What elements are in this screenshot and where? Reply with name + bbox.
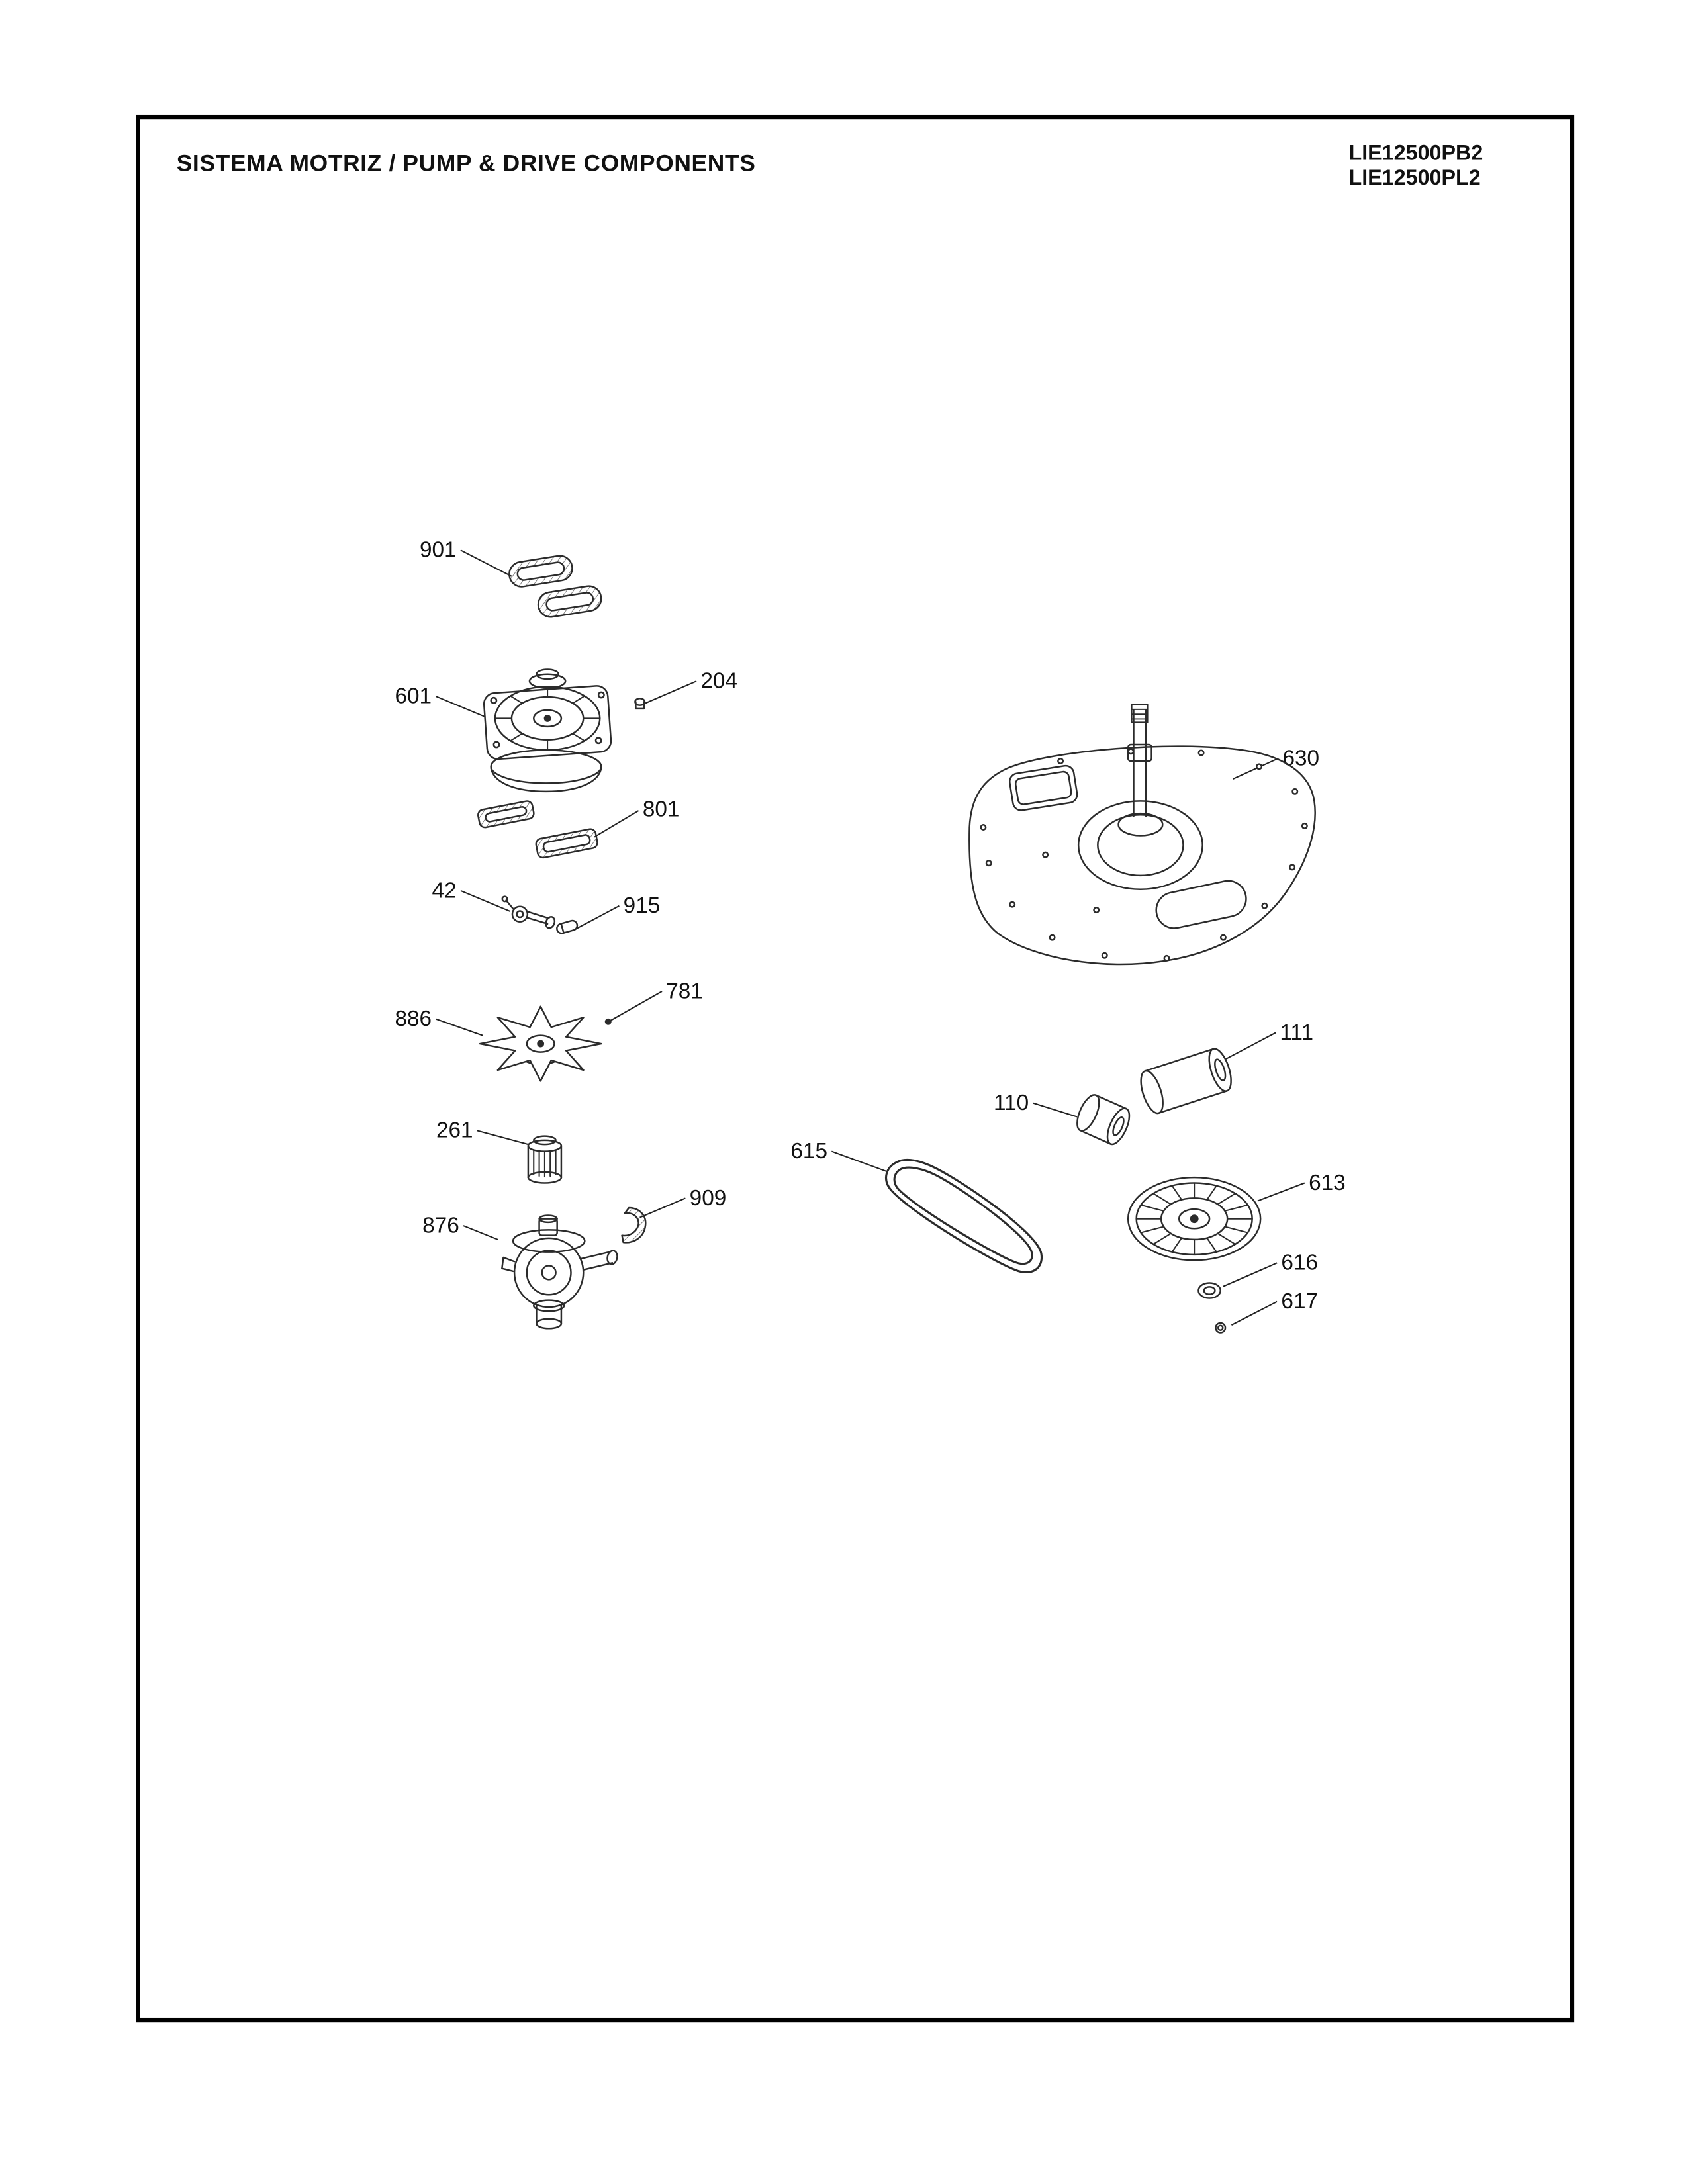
fitting-42 <box>501 895 556 929</box>
leader-876 <box>463 1225 498 1240</box>
leader-909 <box>639 1197 686 1218</box>
callout-204: 204 <box>700 669 737 694</box>
callout-781: 781 <box>666 979 703 1003</box>
callout-915: 915 <box>624 893 661 918</box>
callout-615: 615 <box>790 1139 827 1163</box>
leader-901 <box>460 549 512 577</box>
washer-616 <box>1197 1282 1222 1299</box>
mount-plate-1 <box>477 800 535 829</box>
drive-motor <box>483 668 612 793</box>
callout-886: 886 <box>395 1007 432 1031</box>
motor-mount-pad-1 <box>508 555 573 588</box>
leader-781 <box>610 991 663 1021</box>
callout-110: 110 <box>994 1091 1029 1115</box>
leader-617 <box>1231 1300 1278 1326</box>
leader-915 <box>575 905 620 931</box>
fan-impeller <box>479 1005 602 1082</box>
page-title: SISTEMA MOTRIZ / PUMP & DRIVE COMPONENTS <box>177 150 756 176</box>
filter-plug-261 <box>527 1135 563 1184</box>
leader-801 <box>594 810 639 838</box>
leader-111 <box>1225 1032 1276 1060</box>
fastener-781 <box>604 1018 612 1025</box>
callout-617: 617 <box>1281 1289 1318 1314</box>
leader-261 <box>477 1130 529 1146</box>
leader-613 <box>1257 1182 1305 1202</box>
leader-110 <box>1033 1102 1078 1118</box>
mount-plate-2 <box>535 828 598 859</box>
drain-pump-876 <box>501 1214 618 1330</box>
callout-42: 42 <box>432 878 457 903</box>
drive-belt-615 <box>885 1158 1043 1273</box>
screw-204 <box>634 697 646 710</box>
callout-613: 613 <box>1309 1171 1346 1195</box>
leader-42 <box>460 889 511 913</box>
pin-915 <box>556 919 579 934</box>
leader-886 <box>435 1018 483 1036</box>
callout-901: 901 <box>420 538 457 563</box>
page-border <box>136 114 1575 2023</box>
callout-801: 801 <box>643 797 680 821</box>
callout-261: 261 <box>436 1118 473 1143</box>
callout-111: 111 <box>1280 1021 1313 1045</box>
callout-616: 616 <box>1281 1251 1318 1275</box>
pulley-613 <box>1127 1176 1262 1261</box>
leader-615 <box>831 1150 889 1173</box>
leader-616 <box>1223 1262 1278 1287</box>
leader-630 <box>1233 757 1279 780</box>
motor-mount-pad-2 <box>537 585 602 618</box>
clamp-909 <box>621 1206 647 1244</box>
callout-601: 601 <box>395 684 432 709</box>
roller-111 <box>1140 1048 1232 1115</box>
callout-909: 909 <box>690 1186 727 1210</box>
callout-876: 876 <box>422 1213 459 1238</box>
transmission-platform-630 <box>968 704 1316 966</box>
belt-guide-110 <box>1076 1094 1131 1146</box>
leader-601 <box>435 696 486 718</box>
callout-630: 630 <box>1283 746 1320 770</box>
leader-204 <box>645 680 697 704</box>
model-number-1: LIE12500PB2 <box>1349 141 1483 165</box>
model-number-2: LIE12500PL2 <box>1349 165 1481 189</box>
o-ring-617 <box>1215 1322 1227 1334</box>
